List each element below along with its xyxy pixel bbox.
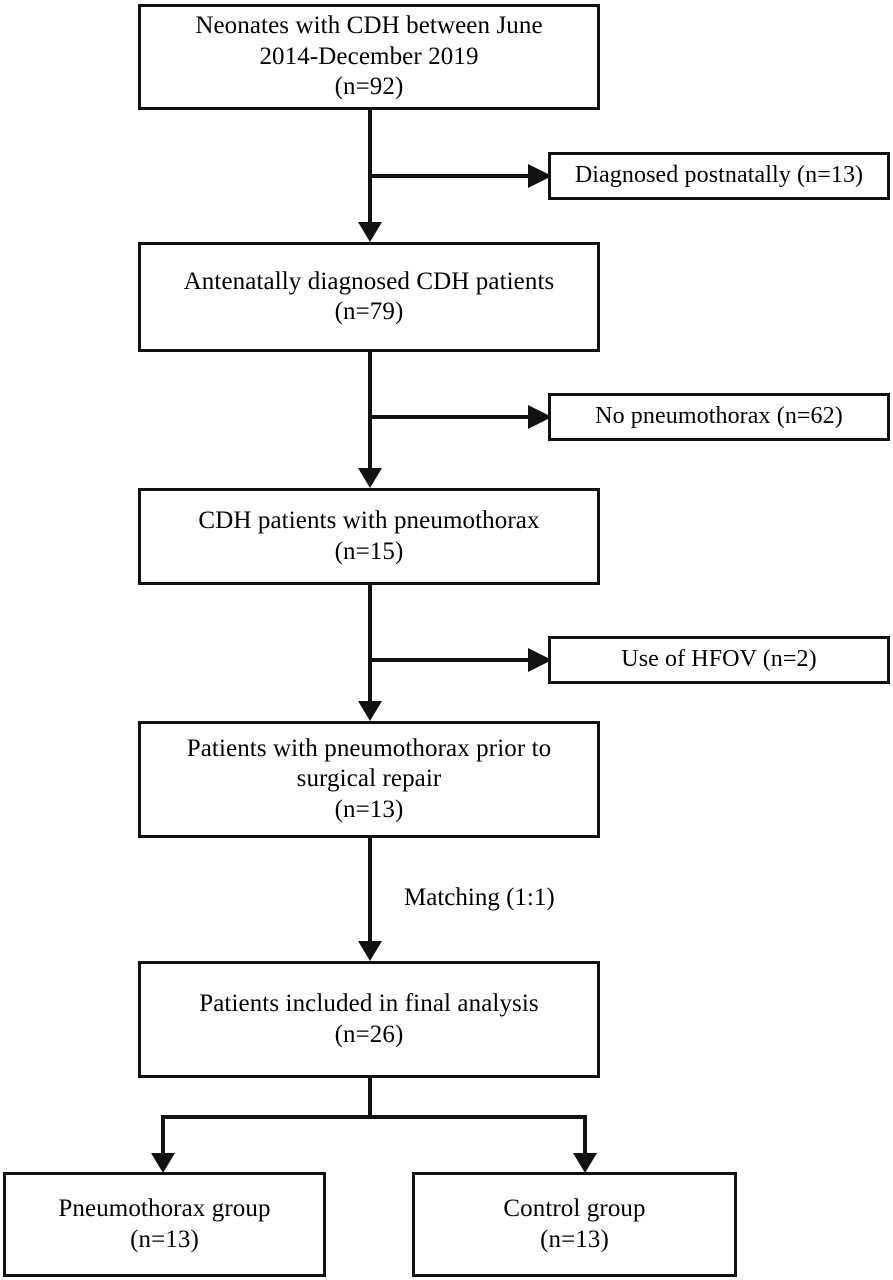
node-final-analysis-text: Patients included in final analysis (n=2… xyxy=(199,990,539,1048)
node-neonates-with-cdh-text: Neonates with CDH between June 2014-Dece… xyxy=(195,12,543,101)
node-antenatally-diagnosed-text: Antenatally diagnosed CDH patients (n=79… xyxy=(183,267,555,326)
connector-n3-x3 xyxy=(370,648,552,672)
node-cdh-with-pneumothorax: CDH patients with pneumothorax (n=15) xyxy=(138,488,600,585)
edge-label-matching-text: Matching (1:1) xyxy=(404,884,555,911)
connector-n2-x2 xyxy=(370,405,552,429)
node-no-pneumothorax: No pneumothorax (n=62) xyxy=(548,393,890,441)
edge-label-matching: Matching (1:1) xyxy=(404,884,555,912)
node-pneumothorax-group: Pneumothorax group (n=13) xyxy=(3,1172,326,1277)
node-cdh-with-pneumothorax-text: CDH patients with pneumothorax (n=15) xyxy=(198,507,540,565)
node-pneumothorax-prior-to-repair: Patients with pneumothorax prior to surg… xyxy=(138,721,600,838)
node-use-of-hfov-text: Use of HFOV (n=2) xyxy=(621,646,817,673)
node-no-pneumothorax-text: No pneumothorax (n=62) xyxy=(595,403,843,430)
connector-n3-n4 xyxy=(358,585,382,721)
node-antenatally-diagnosed: Antenatally diagnosed CDH patients (n=79… xyxy=(138,242,600,352)
node-diagnosed-postnatally-text: Diagnosed postnatally (n=13) xyxy=(574,162,864,189)
node-control-group: Control group (n=13) xyxy=(412,1172,737,1277)
node-use-of-hfov: Use of HFOV (n=2) xyxy=(548,636,890,684)
node-control-group-text: Control group (n=13) xyxy=(503,1195,646,1253)
node-pneumothorax-prior-to-repair-text: Patients with pneumothorax prior to surg… xyxy=(186,734,552,823)
node-neonates-with-cdh: Neonates with CDH between June 2014-Dece… xyxy=(138,4,600,110)
node-diagnosed-postnatally: Diagnosed postnatally (n=13) xyxy=(548,152,890,200)
connector-n1-x1 xyxy=(370,164,552,188)
node-pneumothorax-group-text: Pneumothorax group (n=13) xyxy=(58,1195,271,1253)
connector-n2-n3 xyxy=(358,352,382,488)
node-final-analysis: Patients included in final analysis (n=2… xyxy=(138,961,600,1078)
connector-n5-split xyxy=(151,1078,597,1173)
connector-n1-n2 xyxy=(358,110,382,242)
connector-n4-n5 xyxy=(358,838,382,961)
